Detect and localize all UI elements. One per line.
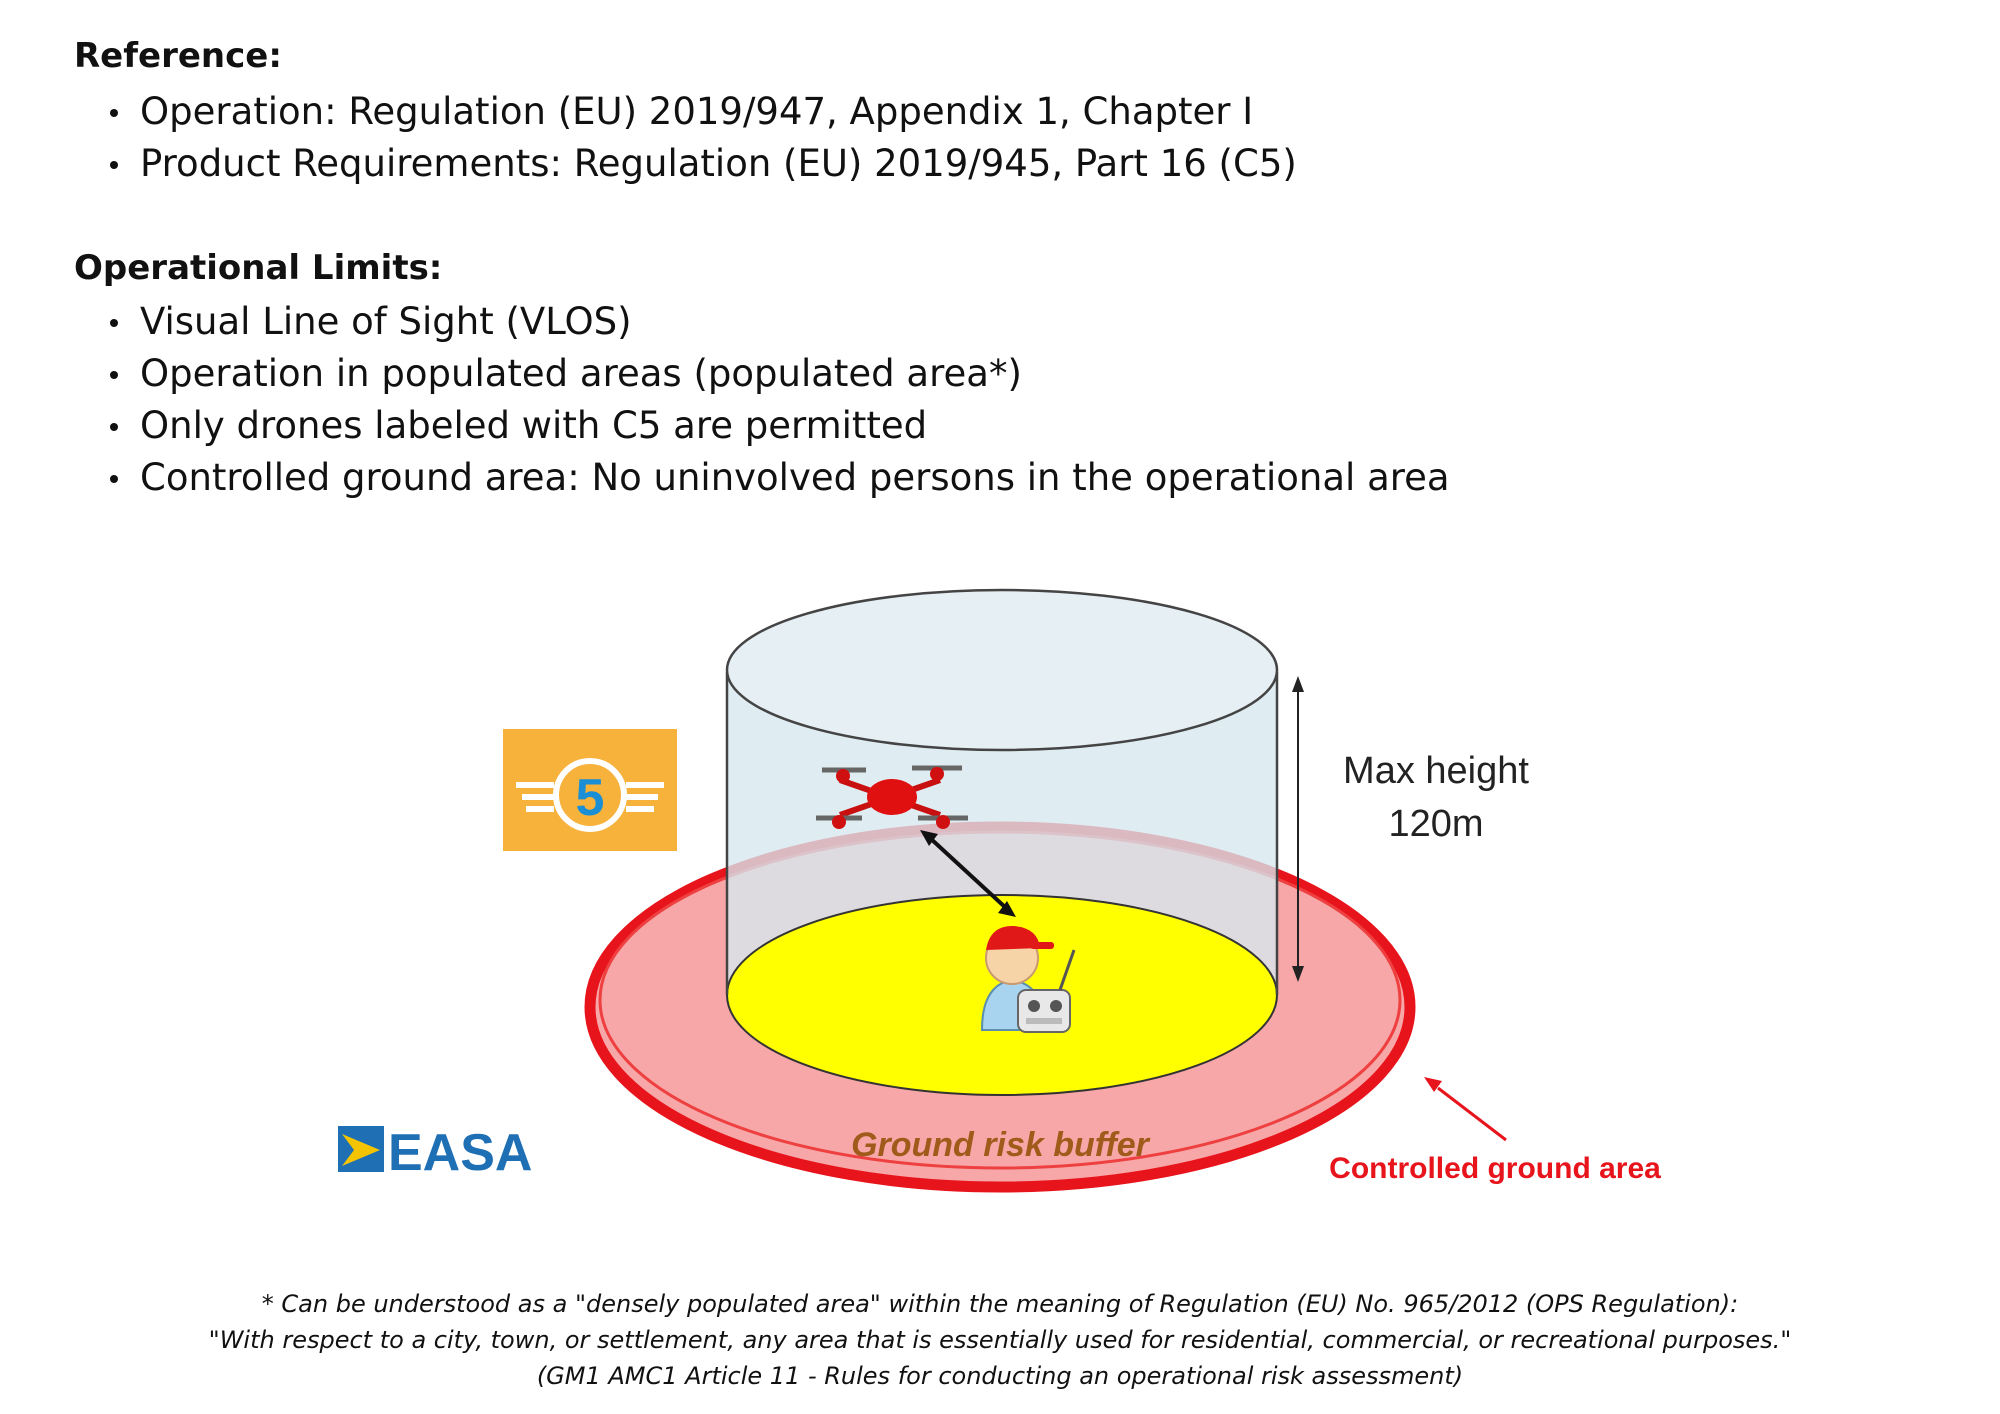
pilot-icon (980, 925, 1076, 1033)
limits-list: Visual Line of Sight (VLOS) Operation in… (104, 296, 1450, 504)
c5-badge-number: 5 (576, 769, 605, 827)
reference-list: Operation: Regulation (EU) 2019/947, App… (104, 86, 1297, 190)
limits-item-vlos: Visual Line of Sight (VLOS) (104, 296, 1450, 348)
reference-item-operation: Operation: Regulation (EU) 2019/947, App… (104, 86, 1297, 138)
line-of-sight-arrow (920, 830, 1016, 917)
c5-class-badge (503, 729, 677, 851)
footnote-line-2: "With respect to a city, town, or settle… (208, 1326, 1792, 1354)
easa-logo-text: EASA (388, 1124, 532, 1182)
max-height-value: 120m (1388, 803, 1483, 845)
limits-heading: Operational Limits: (74, 248, 443, 288)
limits-item-controlled: Controlled ground area: No uninvolved pe… (104, 452, 1450, 504)
controlled-ground-area-label: Controlled ground area (1329, 1152, 1661, 1185)
max-height-arrow (1292, 676, 1304, 982)
footnote-line-3: (GM1 AMC1 Article 11 - Rules for conduct… (536, 1362, 1464, 1390)
easa-logo (338, 1126, 384, 1172)
limits-item-c5: Only drones labeled with C5 are permitte… (104, 400, 1450, 452)
cylinder-top (725, 588, 1279, 752)
reference-heading: Reference: (74, 36, 282, 76)
drone-icon (816, 765, 968, 829)
footnote-line-1: * Can be understood as a "densely popula… (261, 1290, 1739, 1318)
limits-item-populated: Operation in populated areas (populated … (104, 348, 1450, 400)
ground-risk-buffer-label: Ground risk buffer (851, 1126, 1151, 1164)
controlled-area-pointer-arrow (1424, 1077, 1507, 1142)
max-height-label: Max height (1343, 750, 1529, 792)
reference-item-product: Product Requirements: Regulation (EU) 20… (104, 138, 1297, 190)
